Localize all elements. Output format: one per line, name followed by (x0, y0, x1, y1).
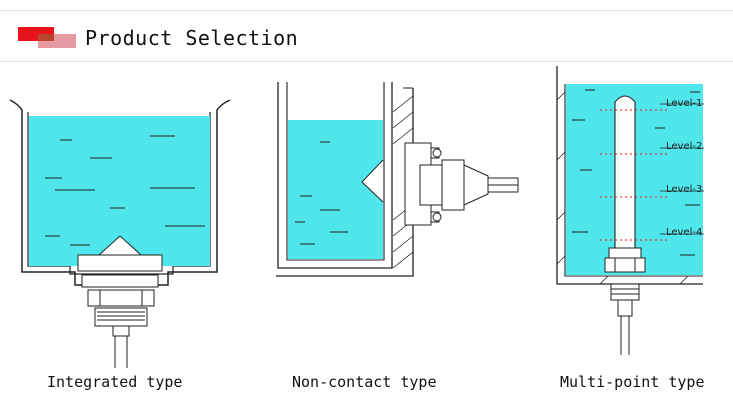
caption-integrated-type: Integrated type (47, 373, 183, 391)
page-title: Product Selection (85, 26, 299, 50)
integrated-type-diagram (9, 99, 231, 368)
logo-overlap-block (38, 34, 54, 41)
level-1-label: Level-1 (666, 98, 702, 109)
caption-non-contact-type: Non-contact type (292, 373, 437, 391)
level-3-label: Level-3 (666, 184, 702, 195)
level-2-label: Level-2 (666, 141, 702, 152)
non-contact-type-diagram (276, 82, 519, 277)
level-4-label: Level-4 (666, 227, 702, 238)
liquid-fill (288, 120, 383, 259)
caption-multi-point-type: Multi-point type (560, 373, 705, 391)
multi-point-type-diagram: Level-1 Level-2 Level-3 Level-4 (556, 66, 704, 355)
section-header: Product Selection (0, 10, 733, 62)
